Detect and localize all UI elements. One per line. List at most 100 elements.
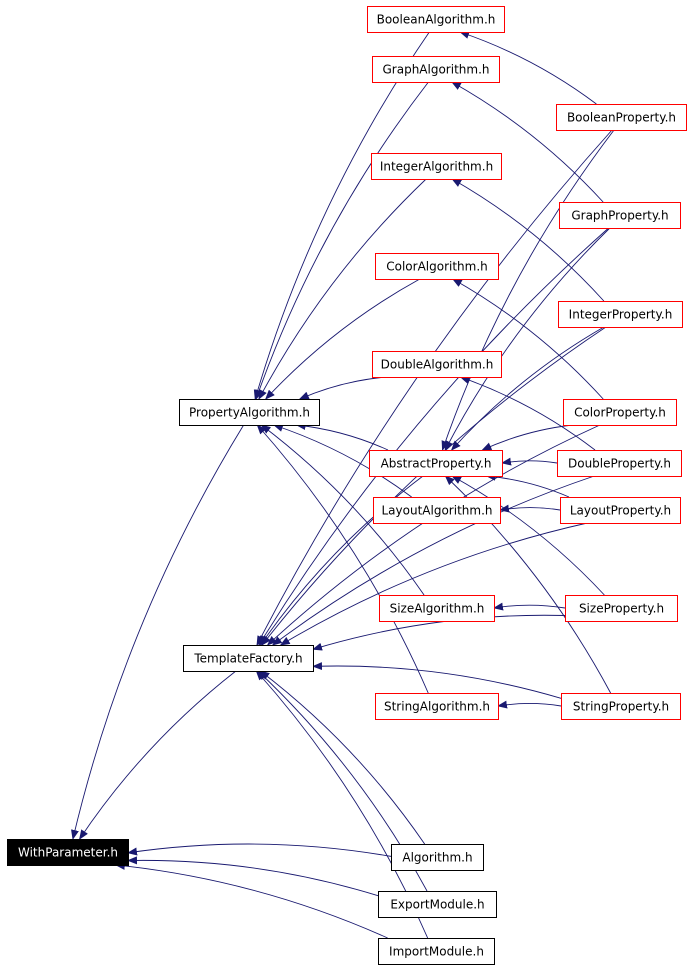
edge-integer-property-to-integer-algorithm <box>451 178 605 302</box>
edge-export-module-to-with-parameter <box>127 856 379 897</box>
edge-string-property-to-template-factory <box>312 662 562 699</box>
node-layout-algorithm[interactable]: LayoutAlgorithm.h <box>373 497 501 524</box>
edge-line <box>493 602 566 611</box>
node-box <box>375 253 499 280</box>
node-label: LayoutAlgorithm.h <box>382 504 493 518</box>
edge-line <box>255 81 429 400</box>
edge-line <box>127 856 379 897</box>
node-box <box>391 844 484 871</box>
node-size-algorithm[interactable]: SizeAlgorithm.h <box>379 595 495 622</box>
edge-line <box>501 457 558 466</box>
edge-size-property-to-abstract-property <box>451 475 605 596</box>
node-string-property[interactable]: StringProperty.h <box>561 693 681 720</box>
edge-abstract-property-to-template-factory <box>259 475 424 646</box>
node-size-property[interactable]: SizeProperty.h <box>565 595 678 622</box>
edge-line <box>441 129 615 451</box>
edge-property-algorithm-to-with-parameter <box>71 424 245 840</box>
node-label: BooleanProperty.h <box>567 111 676 125</box>
node-integer-algorithm[interactable]: IntegerAlgorithm.h <box>371 153 502 180</box>
edge-line <box>459 31 597 105</box>
node-color-algorithm[interactable]: ColorAlgorithm.h <box>375 253 499 280</box>
node-boolean-algorithm[interactable]: BooleanAlgorithm.h <box>367 6 505 33</box>
node-box <box>563 399 677 426</box>
node-label: DoubleProperty.h <box>568 457 671 471</box>
edge-layout-algorithm-to-property-algorithm <box>272 424 412 498</box>
edge-boolean-algorithm-to-property-algorithm <box>253 31 430 400</box>
edge-line <box>260 424 425 596</box>
node-box <box>372 56 500 83</box>
nodes-layer: WithParameter.h PropertyAlgorithm.hTempla… <box>7 6 687 965</box>
node-layout-property[interactable]: LayoutProperty.h <box>560 497 681 524</box>
edge-line <box>253 31 430 400</box>
edge-line <box>258 178 427 400</box>
edge-line <box>127 843 392 857</box>
node-label: IntegerAlgorithm.h <box>380 160 493 174</box>
node-string-algorithm[interactable]: StringAlgorithm.h <box>375 693 499 720</box>
edge-line <box>444 227 611 451</box>
edge-line <box>259 475 424 646</box>
node-label: GraphAlgorithm.h <box>383 63 490 77</box>
node-label: DoubleAlgorithm.h <box>381 358 494 372</box>
node-import-module[interactable]: ImportModule.h <box>378 938 495 965</box>
node-label: GraphProperty.h <box>571 209 668 223</box>
edge-line <box>79 670 237 840</box>
edge-layout-property-to-abstract-property <box>485 472 570 498</box>
edge-line <box>499 504 561 513</box>
node-property-algorithm[interactable]: PropertyAlgorithm.h <box>179 399 320 426</box>
edges-layer <box>71 31 615 939</box>
edge-line <box>279 522 588 646</box>
node-box <box>371 153 502 180</box>
edge-graph-property-to-abstract-property <box>444 227 611 451</box>
edge-integer-algorithm-to-property-algorithm <box>258 178 427 400</box>
node-graph-algorithm[interactable]: GraphAlgorithm.h <box>372 56 500 83</box>
edge-line <box>298 376 386 400</box>
edge-boolean-property-to-boolean-algorithm <box>459 31 597 105</box>
node-algorithm[interactable]: Algorithm.h <box>391 844 484 871</box>
node-boolean-property[interactable]: BooleanProperty.h <box>556 104 687 131</box>
edge-double-algorithm-to-property-algorithm <box>298 376 386 400</box>
node-double-property[interactable]: DoubleProperty.h <box>557 450 682 477</box>
edge-line <box>258 227 609 646</box>
edge-line <box>114 861 388 939</box>
node-box <box>379 595 495 622</box>
edge-abstract-property-to-property-algorithm <box>295 421 389 451</box>
edge-color-property-to-abstract-property <box>481 424 573 451</box>
edge-line <box>271 475 595 646</box>
edge-double-property-to-double-algorithm <box>459 376 596 451</box>
node-integer-property[interactable]: IntegerProperty.h <box>558 301 683 328</box>
node-label: ColorProperty.h <box>574 406 666 420</box>
edge-line <box>312 614 566 651</box>
edge-size-property-to-size-algorithm <box>493 602 566 611</box>
node-box <box>7 839 129 866</box>
edge-import-module-to-with-parameter <box>114 861 388 939</box>
edge-double-property-to-abstract-property <box>501 457 558 466</box>
edge-line <box>312 662 562 699</box>
edge-line <box>497 700 562 709</box>
node-box <box>558 301 683 328</box>
node-box <box>179 399 320 426</box>
edge-line <box>451 475 605 596</box>
node-export-module[interactable]: ExportModule.h <box>378 891 497 918</box>
node-box <box>557 450 682 477</box>
node-box <box>369 450 503 477</box>
node-label: BooleanAlgorithm.h <box>377 13 496 27</box>
edge-line <box>295 421 389 451</box>
node-double-algorithm[interactable]: DoubleAlgorithm.h <box>372 351 502 378</box>
node-box <box>372 351 502 378</box>
edge-line <box>256 129 613 646</box>
edge-double-property-to-template-factory <box>271 475 595 646</box>
node-template-factory[interactable]: TemplateFactory.h <box>183 645 314 672</box>
node-abstract-property[interactable]: AbstractProperty.h <box>369 450 503 477</box>
edge-graph-algorithm-to-property-algorithm <box>255 81 429 400</box>
edge-line <box>259 670 426 845</box>
node-graph-property[interactable]: GraphProperty.h <box>559 202 681 229</box>
node-color-property[interactable]: ColorProperty.h <box>563 399 677 426</box>
node-label: SizeAlgorithm.h <box>390 602 485 616</box>
node-box <box>556 104 687 131</box>
edge-layout-property-to-layout-algorithm <box>499 504 561 513</box>
node-with-parameter[interactable]: WithParameter.h <box>7 839 129 866</box>
node-box <box>561 693 681 720</box>
edge-graph-property-to-graph-algorithm <box>451 81 604 203</box>
node-label: StringAlgorithm.h <box>384 700 490 714</box>
